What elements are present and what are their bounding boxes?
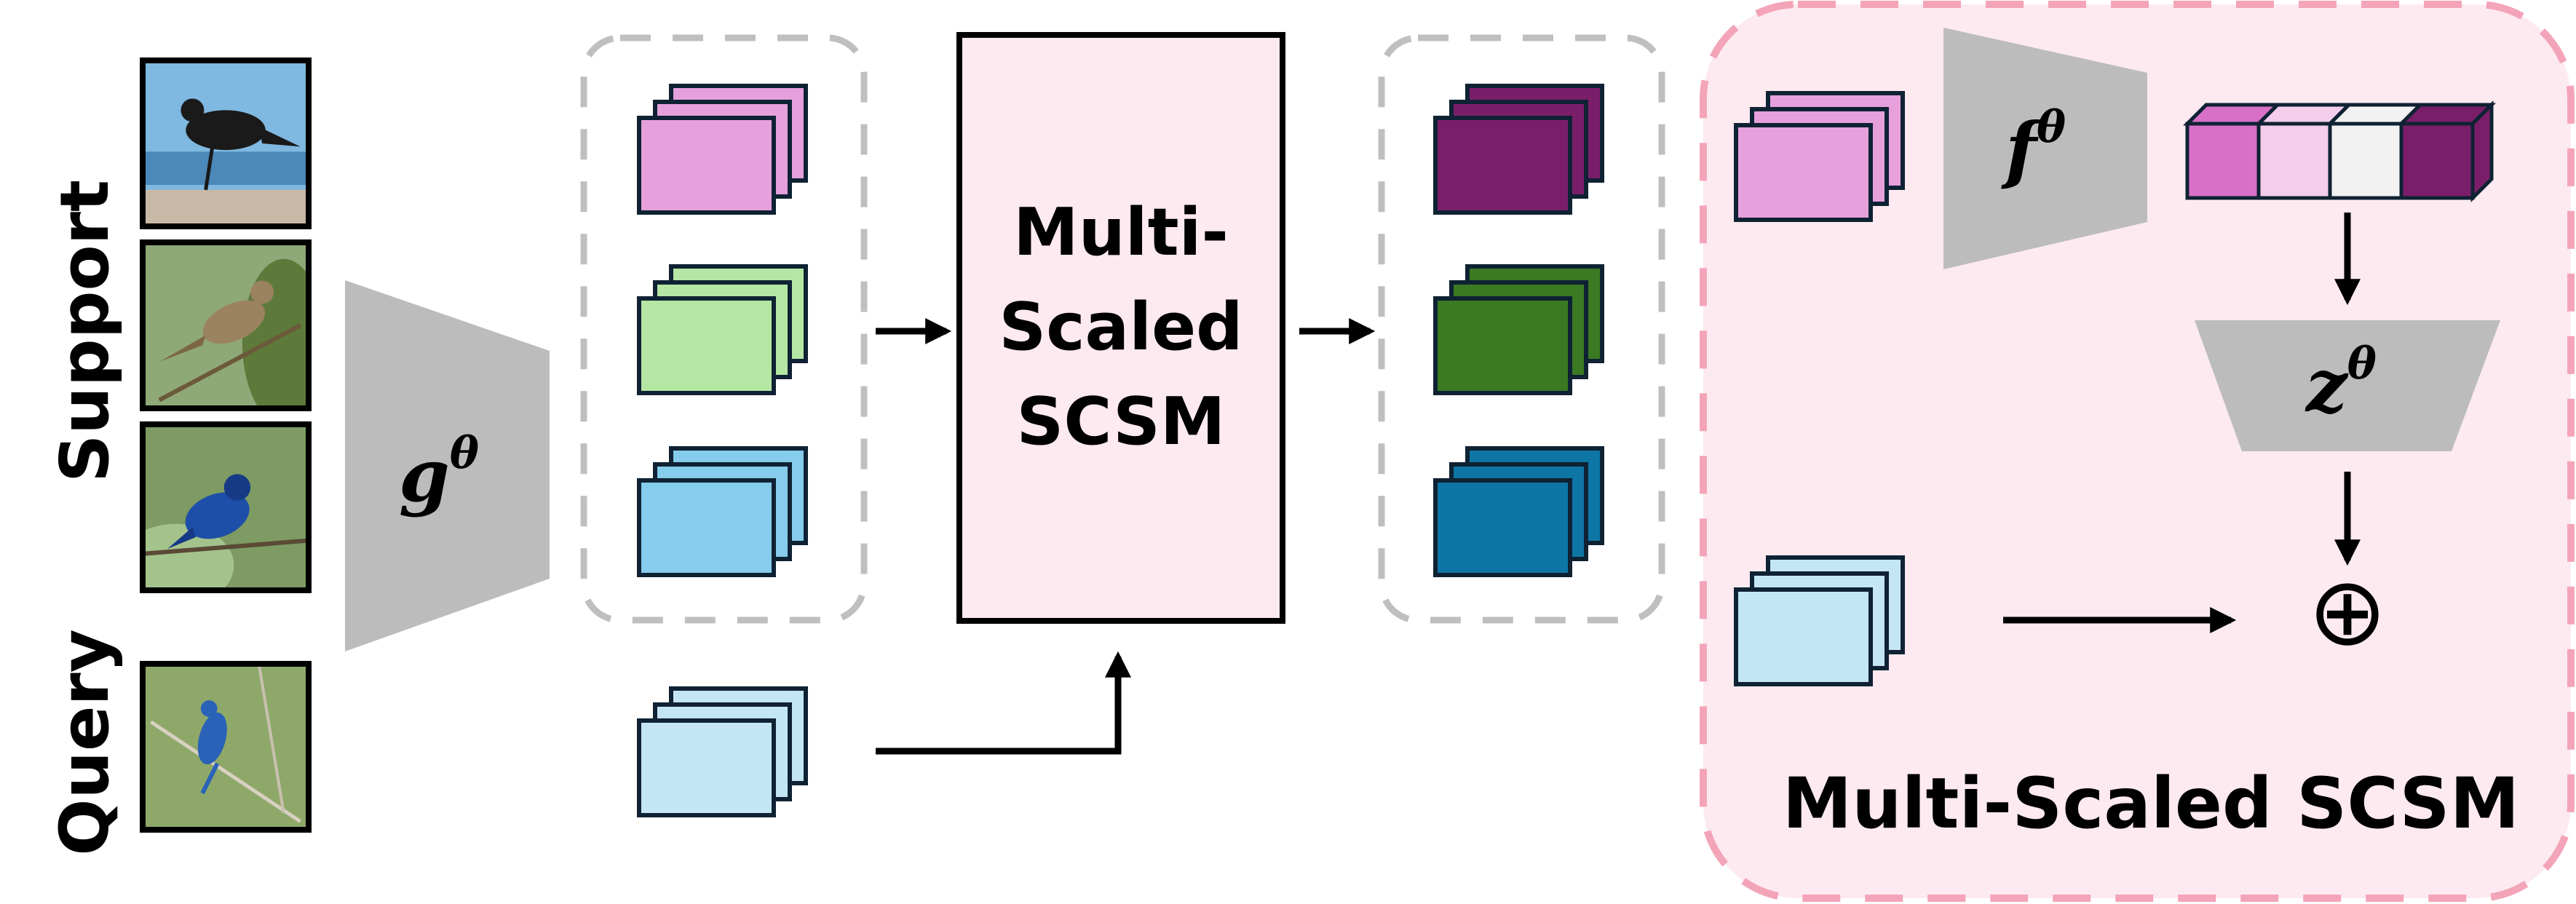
vector-cell-4 — [2399, 122, 2475, 200]
vector-side-face — [2470, 100, 2494, 203]
panel-pink-feature-stack — [1734, 91, 1905, 222]
photo-frame — [140, 58, 312, 229]
support-label: Support — [46, 180, 124, 483]
multi-scaled-scsm-panel — [1700, 1, 2575, 902]
sum-operator-icon: ⊕ — [2308, 556, 2387, 667]
query-label: Query — [46, 629, 124, 855]
photo-frame — [140, 421, 312, 593]
sparrow-body — [202, 300, 266, 344]
panel-query-feature-card-3 — [1734, 587, 1873, 686]
dark-blue-feature-stack — [1433, 446, 1604, 577]
panel-pink-feature-card-3 — [1734, 123, 1873, 222]
dark-purple-feature-stack — [1433, 84, 1604, 215]
encoder-f-trapezoid — [1943, 28, 2147, 269]
branch — [143, 538, 309, 556]
decoder-z-label: zθ — [2304, 338, 2377, 429]
panel-title: Multi-Scaled SCSM — [1783, 763, 2519, 844]
green-feature-stack — [637, 264, 808, 395]
support-image-crow — [140, 58, 312, 229]
encoder-g-trapezoid — [345, 280, 550, 651]
query-feature-card-3 — [637, 718, 776, 817]
vector-cell-1 — [2185, 122, 2261, 200]
support-image-sparrow — [140, 239, 312, 411]
pink-feature-stack — [637, 84, 808, 215]
blue-bird-body — [197, 713, 227, 765]
multi-scaled-scsm-block — [956, 32, 1285, 624]
sparrow-head — [250, 280, 274, 304]
perch — [143, 189, 309, 226]
vector-cell-3 — [2328, 122, 2403, 200]
crow-tail — [258, 127, 301, 147]
vector-cell-2 — [2256, 122, 2332, 200]
query-feature-stack — [637, 686, 808, 817]
blue-bird-head — [200, 700, 218, 717]
bunting-body — [185, 492, 250, 539]
pink-feature-card-3 — [637, 116, 776, 215]
scsm-block-line-2: Scaled — [999, 289, 1243, 365]
green-feature-card-3 — [637, 296, 776, 395]
water-band — [143, 151, 309, 185]
bunting-head — [223, 474, 251, 501]
twig — [150, 720, 301, 823]
crow-head — [181, 98, 205, 122]
twig-2 — [257, 664, 285, 814]
blue-feature-stack — [637, 446, 808, 577]
dark-purple-feature-card-3 — [1433, 116, 1572, 215]
dark-green-feature-stack — [1433, 264, 1604, 395]
encoder-g-label: gθ — [399, 428, 479, 518]
panel-query-feature-stack — [1734, 555, 1905, 686]
dark-blue-feature-card-3 — [1433, 478, 1572, 577]
dark-green-feature-card-3 — [1433, 296, 1572, 395]
photo-frame — [140, 239, 312, 411]
branch — [158, 323, 302, 403]
decoder-z-trapezoid — [2195, 320, 2500, 451]
crow-body — [186, 110, 266, 151]
support-image-blue-bunting — [140, 421, 312, 593]
crow-leg — [204, 146, 215, 191]
blue-bird-tail — [200, 762, 220, 795]
query-arrow-to-scsm — [876, 651, 1131, 755]
scsm-block-line-3: SCSM — [1017, 384, 1226, 460]
query-image-blue-bird — [140, 661, 312, 833]
leaves — [143, 523, 234, 590]
blue-feature-card-3 — [637, 478, 776, 577]
photo-frame — [140, 661, 312, 833]
sparrow-tail — [159, 335, 206, 362]
scsm-block-line-1: Multi- — [1013, 194, 1229, 271]
feature-vector — [2182, 100, 2497, 203]
bunting-tail — [167, 527, 196, 549]
